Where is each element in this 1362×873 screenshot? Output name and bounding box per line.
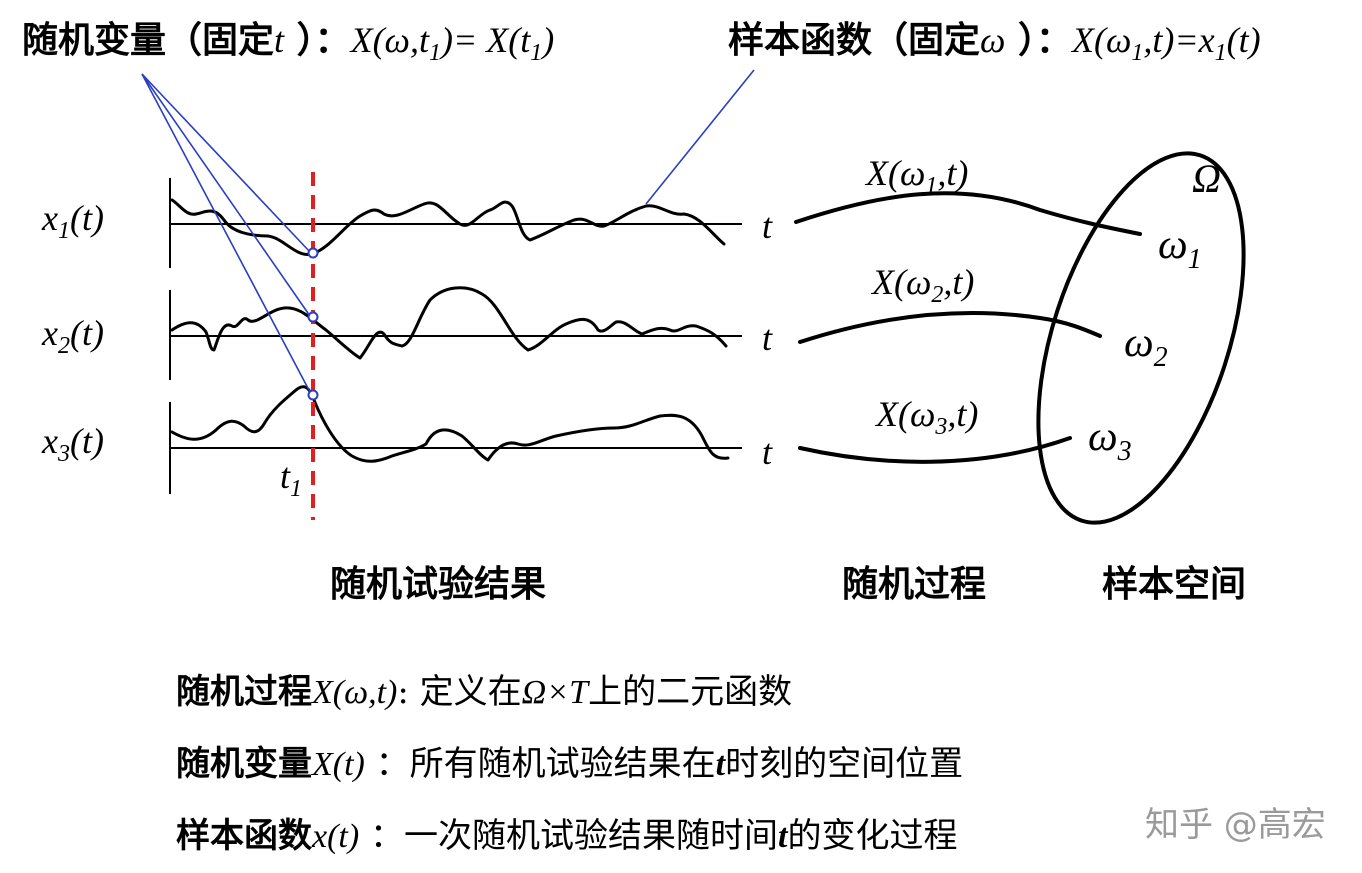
sample-path-2 xyxy=(170,286,728,360)
process-curve-3 xyxy=(798,436,1072,464)
pointer-line-x3 xyxy=(141,73,311,393)
definition-random-variable: 随机变量X(t) ：所有随机试验结果在t时刻的空间位置 xyxy=(176,744,964,784)
process-label-2: X(ω2,t) xyxy=(870,262,974,308)
definition-random-process: 随机过程X(ω,t): 定义在Ω×T上的二元函数 xyxy=(176,672,793,712)
sample-path-3 xyxy=(170,385,730,463)
pointer-line-x2 xyxy=(141,73,311,317)
process-label-1: X(ω1,t) xyxy=(864,153,968,199)
caption-experiment-results: 随机试验结果 xyxy=(330,563,546,605)
sample-space-symbol: Ω xyxy=(1192,156,1221,201)
row-label-x2: x2(t) xyxy=(41,313,104,359)
caption-random-process: 随机过程 xyxy=(842,563,986,605)
process-curve-1 xyxy=(794,191,1142,236)
pointer-line-sample-function xyxy=(645,69,755,205)
intersection-dot-2 xyxy=(307,311,319,323)
intersection-dot-1 xyxy=(307,247,319,259)
caption-sample-space: 样本空间 xyxy=(1102,563,1246,605)
process-label-3: X(ω3,t) xyxy=(874,394,978,440)
sample-function-label: 样本函数（固定ω ）：X(ω1,t)=x1(t) xyxy=(728,19,1261,66)
row-label-x1: x1(t) xyxy=(41,198,104,244)
sample-path-1 xyxy=(170,198,726,256)
intersection-dot-3 xyxy=(307,389,319,401)
process-curve-2 xyxy=(798,311,1102,344)
row3-axis-t-label: t xyxy=(762,432,773,472)
definition-sample-function: 样本函数x(t) ：一次随机试验结果随时间t的变化过程 xyxy=(176,816,958,856)
row1-axis-t-label: t xyxy=(762,206,773,246)
outcome-omega2: ω2 xyxy=(1124,320,1168,373)
sample-space-ellipse xyxy=(1036,151,1246,525)
watermark: 知乎 @高宏 xyxy=(1145,805,1326,845)
random-variable-label: 随机变量（固定t ）：X(ω,t1)= X(t1) xyxy=(22,19,554,66)
row2-axis-t-label: t xyxy=(762,318,773,358)
outcome-omega3: ω3 xyxy=(1088,414,1132,467)
pointer-line-x1 xyxy=(141,73,311,253)
t1-marker-label: t1 xyxy=(280,456,302,502)
row-label-x3: x3(t) xyxy=(41,421,104,467)
outcome-omega1: ω1 xyxy=(1158,222,1202,275)
